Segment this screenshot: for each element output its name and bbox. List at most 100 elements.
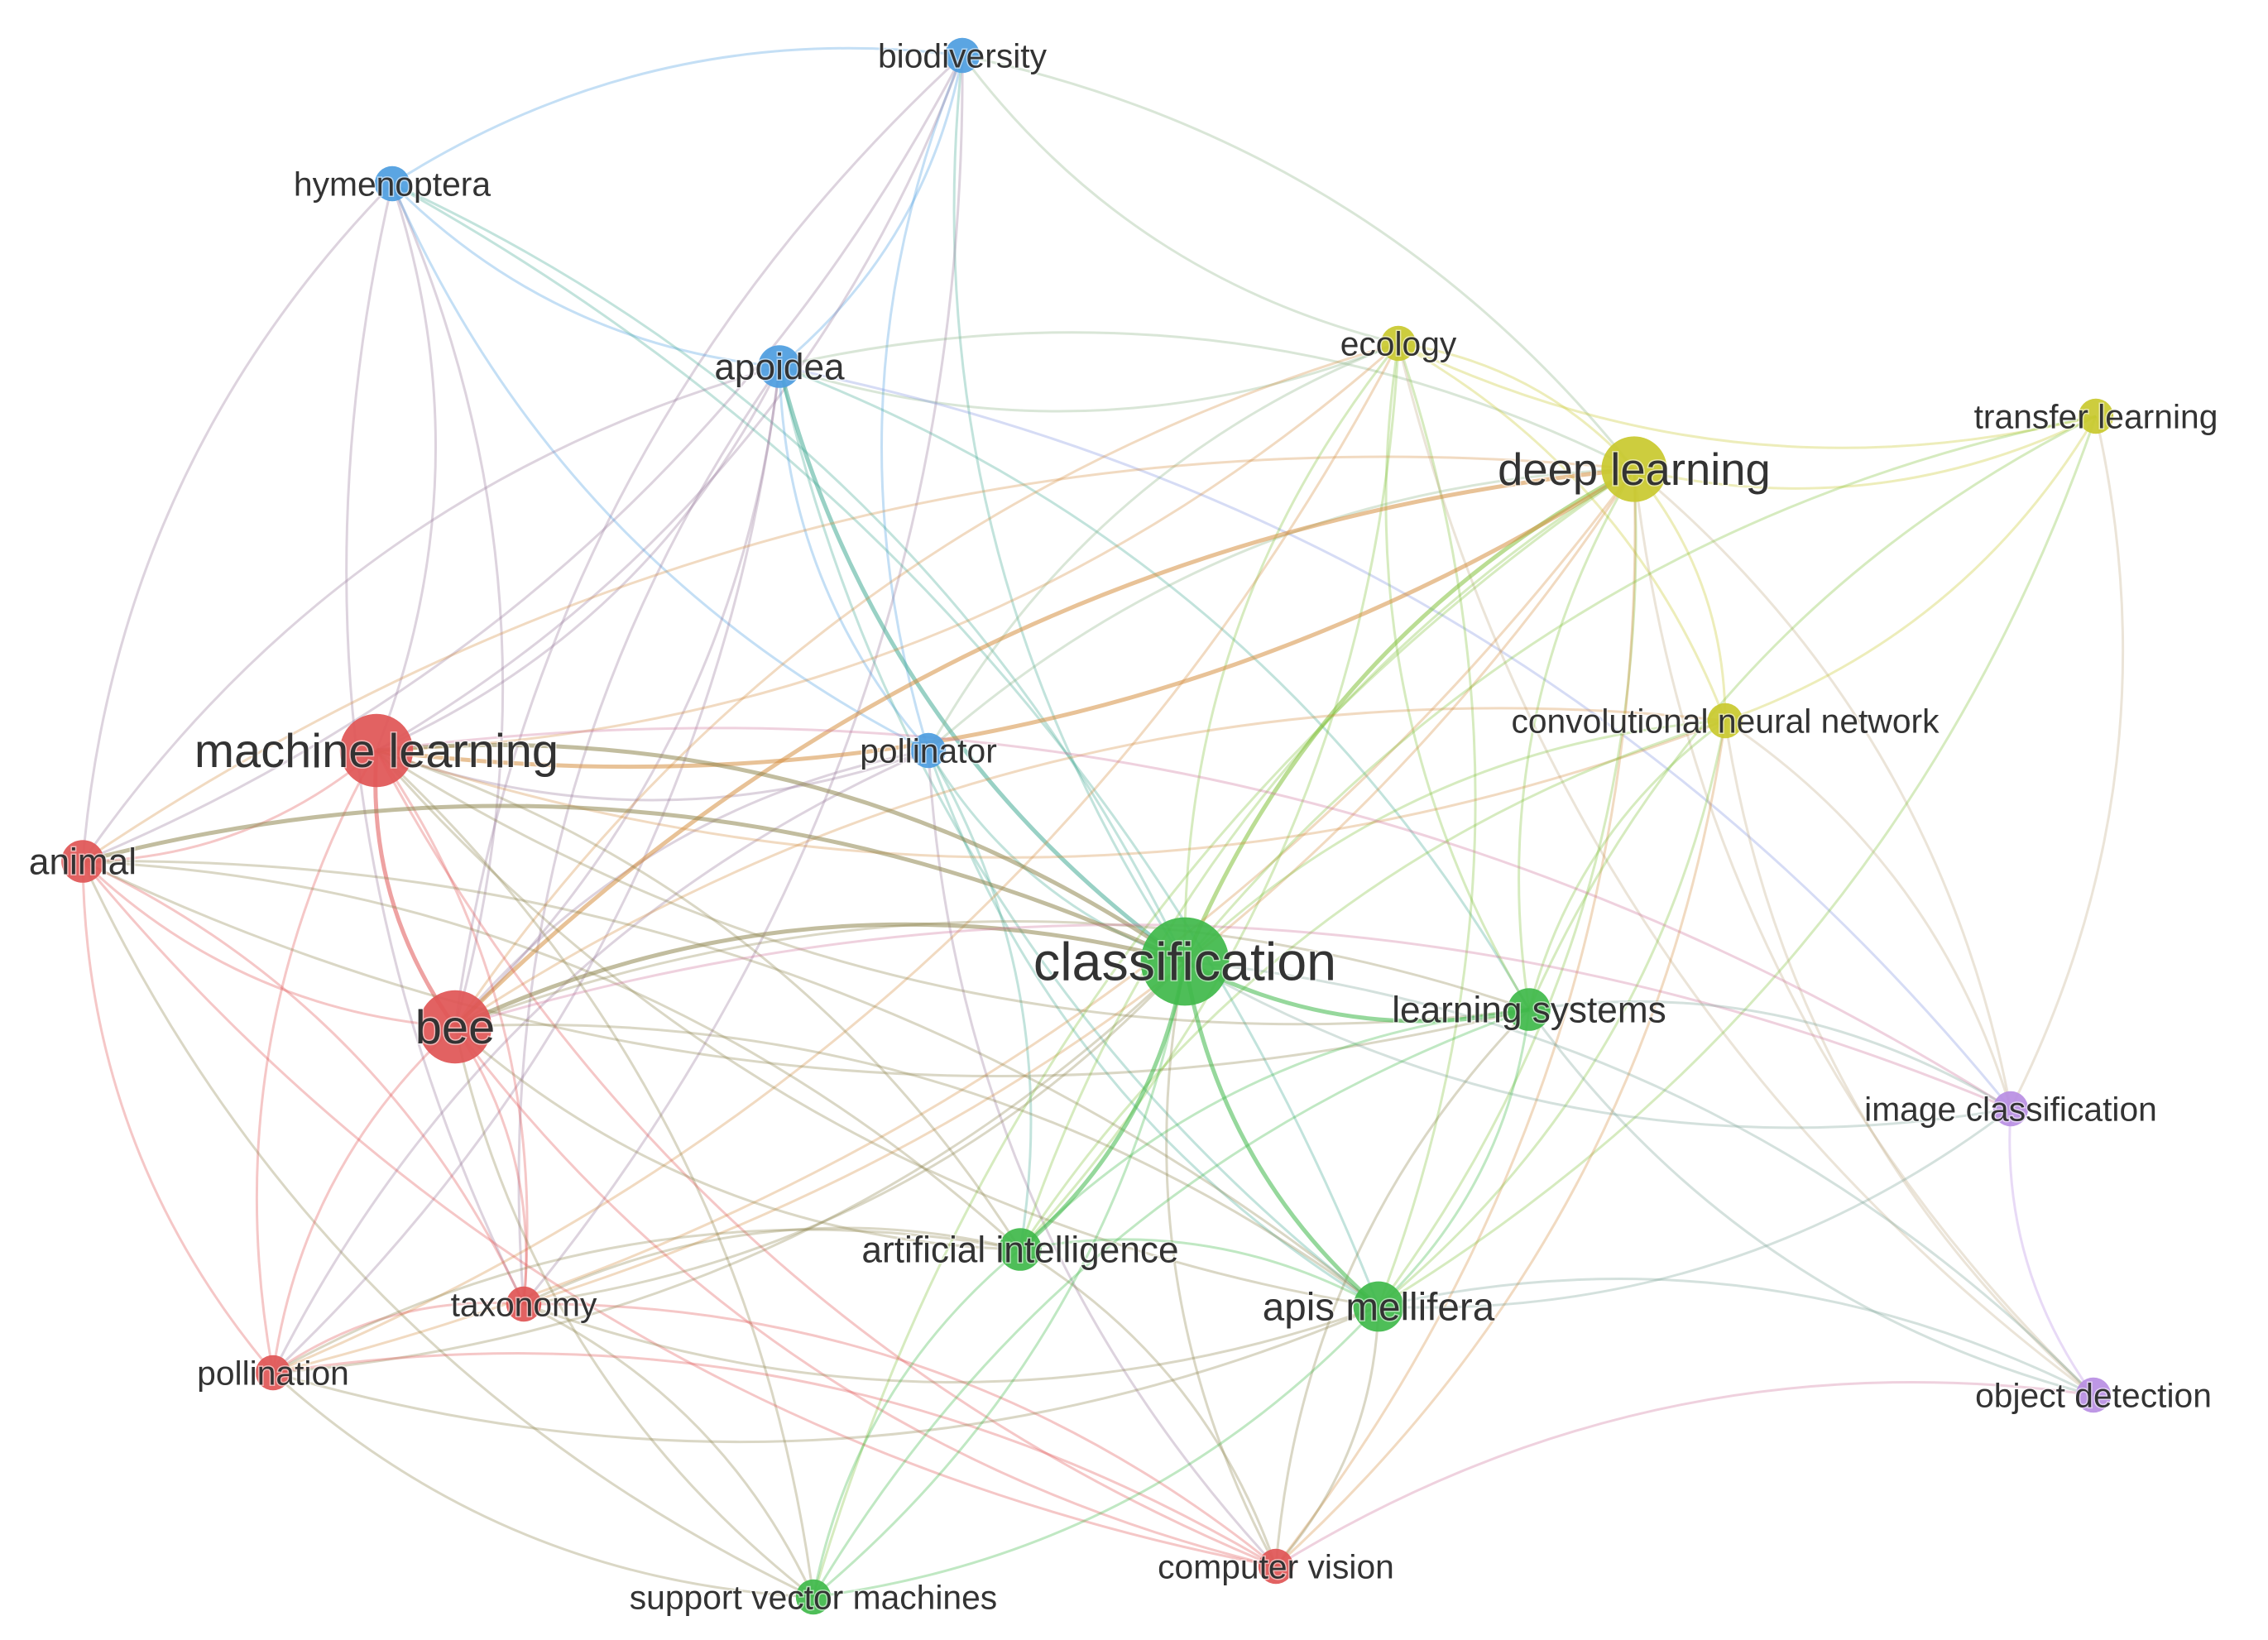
label-svm[interactable]: support vector machines	[628, 1577, 998, 1618]
edge-cnn-computer-vision	[1274, 720, 1727, 1568]
edge-cnn-object-detection	[1724, 720, 2094, 1397]
edge-learning-systems-artificial-intelligence	[1019, 1008, 1530, 1251]
edge-taxonomy-apis-mellifera	[523, 1302, 1379, 1383]
edge-transfer-learning-classification	[1183, 415, 2097, 962]
edge-cnn-learning-systems	[1527, 719, 1726, 1010]
edge-deep-learning-cnn	[1633, 468, 1727, 722]
edge-bee-image-classification	[454, 923, 2011, 1110]
edges-layer	[81, 46, 2125, 1599]
label-apis-mellifera[interactable]: apis mellifera	[1261, 1284, 1496, 1331]
edge-animal-svm	[81, 861, 814, 1599]
edge-taxonomy-classification	[523, 960, 1187, 1306]
edge-deep-learning-learning-systems	[1518, 468, 1636, 1010]
edge-classification-apis-mellifera	[1182, 961, 1380, 1308]
label-hymenoptera[interactable]: hymenoptera	[292, 164, 491, 204]
edge-cnn-artificial-intelligence	[1019, 719, 1726, 1250]
edge-apis-mellifera-svm	[813, 1305, 1380, 1599]
label-classification[interactable]: classification	[1032, 931, 1337, 993]
edge-deep-learning-apis-mellifera	[1377, 468, 1637, 1307]
node-svm[interactable]	[795, 1579, 832, 1615]
edge-cnn-bee	[454, 707, 1726, 1029]
node-pollination[interactable]	[255, 1355, 291, 1391]
edge-classification-svm	[813, 961, 1187, 1599]
edge-biodiversity-taxonomy	[522, 55, 964, 1305]
node-bee[interactable]	[418, 990, 492, 1064]
edge-apoidea-animal	[81, 365, 780, 862]
node-learning-systems[interactable]	[1508, 988, 1551, 1031]
node-machine-learning[interactable]	[339, 713, 414, 788]
edge-animal-pollination	[81, 861, 275, 1374]
edge-bee-computer-vision	[453, 1026, 1277, 1568]
node-animal[interactable]	[61, 840, 104, 883]
label-ecology[interactable]: ecology	[1339, 324, 1458, 364]
label-image-classification[interactable]: image classification	[1863, 1089, 2159, 1129]
edge-bee-classification	[453, 922, 1186, 1029]
edge-pollinator-pollination	[271, 749, 929, 1374]
node-transfer-learning[interactable]	[2078, 398, 2114, 434]
edge-apoidea-deep-learning	[779, 331, 1635, 471]
edge-deep-learning-transfer-learning	[1633, 415, 2097, 490]
node-computer-vision[interactable]	[1258, 1548, 1294, 1585]
label-animal[interactable]: animal	[27, 841, 137, 884]
edge-computer-vision-object-detection	[1275, 1380, 2094, 1568]
edge-ecology-machine-learning	[376, 342, 1399, 752]
edge-machine-learning-classification	[376, 742, 1187, 964]
edge-taxonomy-artificial-intelligence	[523, 1226, 1021, 1306]
node-ecology[interactable]	[1380, 325, 1417, 362]
edge-biodiversity-apoidea	[779, 55, 964, 368]
node-image-classification[interactable]	[1992, 1091, 2029, 1127]
node-hymenoptera[interactable]	[374, 165, 410, 202]
edge-artificial-intelligence-apis-mellifera	[1019, 1238, 1379, 1308]
edge-bee-artificial-intelligence	[454, 1025, 1021, 1251]
edge-pollinator-ecology	[927, 342, 1399, 751]
edge-bee-learning-systems	[454, 919, 1530, 1029]
label-apoidea[interactable]: apoidea	[713, 346, 846, 389]
label-object-detection[interactable]: object detection	[1974, 1375, 2213, 1416]
edge-pollination-computer-vision	[272, 1352, 1277, 1568]
node-object-detection[interactable]	[2075, 1377, 2112, 1413]
label-deep-learning[interactable]: deep learning	[1497, 444, 1772, 496]
edge-classification-artificial-intelligence	[1019, 961, 1187, 1251]
label-taxonomy[interactable]: taxonomy	[449, 1284, 598, 1325]
edge-ecology-bee	[453, 342, 1399, 1028]
edge-machine-learning-bee	[373, 750, 458, 1029]
edge-apoidea-bee	[453, 366, 781, 1029]
edge-learning-systems-object-detection	[1527, 1009, 2094, 1397]
label-learning-systems[interactable]: learning systems	[1391, 989, 1668, 1032]
edge-pollination-artificial-intelligence	[272, 1228, 1021, 1374]
label-pollination[interactable]: pollination	[196, 1353, 351, 1393]
edge-hymenoptera-animal	[81, 182, 394, 862]
label-transfer-learning[interactable]: transfer learning	[1973, 396, 2219, 437]
label-machine-learning[interactable]: machine learning	[193, 724, 559, 779]
node-deep-learning[interactable]	[1601, 436, 1667, 502]
edge-pollinator-artificial-intelligence	[927, 750, 1033, 1250]
edge-apoidea-taxonomy	[517, 366, 781, 1305]
edge-hymenoptera-machine-learning	[375, 183, 437, 751]
label-artificial-intelligence[interactable]: artificial intelligence	[861, 1229, 1180, 1272]
node-pollinator[interactable]	[910, 732, 947, 769]
node-taxonomy[interactable]	[506, 1286, 542, 1322]
edge-pollinator-deep-learning	[928, 468, 1635, 752]
label-biodiversity[interactable]: biodiversity	[876, 36, 1048, 76]
edge-pollinator-computer-vision	[927, 750, 1278, 1568]
edge-pollination-classification	[272, 960, 1187, 1374]
node-biodiversity[interactable]	[944, 37, 981, 74]
label-cnn[interactable]: convolutional neural network	[1510, 701, 1941, 741]
label-computer-vision[interactable]: computer vision	[1157, 1546, 1396, 1587]
node-apis-mellifera[interactable]	[1353, 1281, 1404, 1332]
edge-machine-learning-image-classification	[376, 726, 2011, 1110]
node-artificial-intelligence[interactable]	[999, 1228, 1042, 1271]
label-bee[interactable]: bee	[414, 1000, 496, 1056]
edge-computer-vision-classification	[1165, 961, 1278, 1567]
node-apoidea[interactable]	[758, 345, 801, 388]
edge-transfer-learning-cnn	[1724, 415, 2098, 722]
edge-taxonomy-pollination	[272, 1301, 525, 1374]
edge-hymenoptera-apis-mellifera	[391, 182, 1380, 1307]
edge-transfer-learning-apis-mellifera	[1378, 415, 2098, 1308]
edge-ecology-learning-systems	[1384, 343, 1531, 1010]
edge-image-classification-object-detection	[2008, 1108, 2095, 1396]
label-pollinator[interactable]: pollinator	[859, 731, 999, 771]
node-classification[interactable]	[1140, 917, 1230, 1006]
node-cnn[interactable]	[1707, 703, 1743, 739]
